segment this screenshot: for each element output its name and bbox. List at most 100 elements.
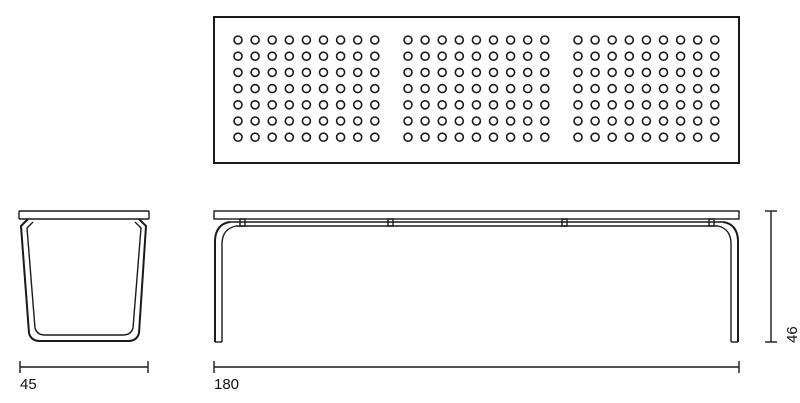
perforation-hole bbox=[318, 100, 329, 110]
perforation-hole bbox=[573, 51, 583, 62]
perforation-hole bbox=[318, 116, 329, 126]
perforation-hole bbox=[522, 83, 533, 94]
front-support-2 bbox=[387, 218, 394, 227]
perforation-hole bbox=[284, 51, 295, 62]
perforation-hole bbox=[522, 100, 533, 110]
perforation-hole bbox=[488, 67, 499, 78]
perforation-hole bbox=[420, 100, 430, 110]
perforation-hole bbox=[692, 100, 703, 110]
perforation-hole bbox=[250, 51, 260, 62]
perforation-hole bbox=[403, 51, 413, 62]
side-seat-plate bbox=[18, 210, 150, 220]
perforation-hole bbox=[233, 35, 243, 45]
perforation-hole bbox=[522, 116, 533, 126]
seat-top-outline bbox=[213, 16, 740, 164]
perforation-hole bbox=[590, 51, 600, 62]
front-support-4 bbox=[708, 218, 715, 227]
perforation-hole bbox=[624, 83, 635, 94]
perforation-hole bbox=[607, 83, 618, 94]
perforation-hole bbox=[522, 35, 533, 45]
perforation-hole bbox=[352, 132, 363, 142]
perforation-hole bbox=[624, 100, 635, 110]
perforation-hole bbox=[335, 100, 346, 110]
front-right-leg-inner bbox=[717, 225, 732, 342]
perforation-hole bbox=[471, 67, 482, 78]
perforation-hole bbox=[539, 67, 550, 78]
perforation-hole bbox=[607, 116, 618, 126]
perforation-hole bbox=[369, 100, 380, 110]
perforation-hole bbox=[573, 67, 583, 78]
perforation-hole bbox=[692, 35, 703, 45]
perforation-hole bbox=[539, 51, 550, 62]
perforation-hole bbox=[437, 132, 448, 142]
perforation-hole bbox=[624, 67, 635, 78]
perforation-hole bbox=[403, 67, 413, 78]
perforation-hole bbox=[692, 83, 703, 94]
perforation-hole bbox=[352, 51, 363, 62]
perforation-hole bbox=[692, 51, 703, 62]
perforation-hole bbox=[522, 67, 533, 78]
perforation-hole bbox=[267, 132, 278, 142]
perforation-hole bbox=[284, 116, 295, 126]
perforation-hole bbox=[335, 51, 346, 62]
perforation-hole bbox=[420, 51, 430, 62]
perforation-hole bbox=[522, 132, 533, 142]
perforation-hole bbox=[369, 35, 380, 45]
perforation-hole bbox=[590, 83, 600, 94]
perforation-hole bbox=[437, 83, 448, 94]
perforation-hole bbox=[624, 51, 635, 62]
perforation-hole bbox=[658, 116, 669, 126]
perforation-hole bbox=[641, 100, 652, 110]
perforation-hole bbox=[301, 67, 312, 78]
perforation-hole bbox=[335, 132, 346, 142]
perforation-hole bbox=[658, 83, 669, 94]
perforation-hole bbox=[403, 35, 413, 45]
perforation-hole bbox=[267, 116, 278, 126]
perforation-hole bbox=[471, 35, 482, 45]
perforation-hole bbox=[590, 35, 600, 45]
front-view: 180 bbox=[213, 210, 740, 393]
perforation-hole bbox=[658, 35, 669, 45]
perforation-hole bbox=[318, 132, 329, 142]
perforation-hole bbox=[624, 116, 635, 126]
perforation-hole bbox=[454, 67, 465, 78]
height-label: 46 bbox=[784, 326, 800, 343]
perforation-hole bbox=[369, 83, 380, 94]
perforation-hole bbox=[352, 116, 363, 126]
perforation-hole bbox=[352, 67, 363, 78]
perforation-hole bbox=[590, 132, 600, 142]
perforation-hole bbox=[267, 83, 278, 94]
perforation-hole bbox=[318, 83, 329, 94]
perforation-hole bbox=[403, 132, 413, 142]
perforation-hole bbox=[624, 35, 635, 45]
perforation-hole bbox=[658, 67, 669, 78]
perforation-hole bbox=[335, 83, 346, 94]
perforation-hole bbox=[573, 100, 583, 110]
perforation-hole bbox=[709, 100, 720, 110]
perforation-hole bbox=[709, 51, 720, 62]
perforation-hole bbox=[573, 116, 583, 126]
perforation-hole bbox=[488, 51, 499, 62]
perforation-hole bbox=[233, 67, 243, 78]
perforation-hole bbox=[675, 35, 686, 45]
perforation-hole bbox=[539, 35, 550, 45]
perforation-hole bbox=[692, 116, 703, 126]
perforation-hole bbox=[250, 67, 260, 78]
perforation-hole bbox=[284, 100, 295, 110]
perforation-hole bbox=[641, 35, 652, 45]
perforation-hole bbox=[284, 83, 295, 94]
perforation-hole bbox=[675, 116, 686, 126]
perforation-hole bbox=[658, 51, 669, 62]
perforation-hole bbox=[233, 132, 243, 142]
perforation-hole bbox=[454, 83, 465, 94]
perforation-hole bbox=[250, 83, 260, 94]
perforation-hole bbox=[709, 116, 720, 126]
perforation-hole bbox=[437, 67, 448, 78]
perforation-hole bbox=[318, 51, 329, 62]
perforation-hole bbox=[607, 132, 618, 142]
perforation-hole bbox=[335, 35, 346, 45]
perforation-hole bbox=[488, 83, 499, 94]
perforation-hole bbox=[454, 132, 465, 142]
perforation-hole bbox=[301, 83, 312, 94]
